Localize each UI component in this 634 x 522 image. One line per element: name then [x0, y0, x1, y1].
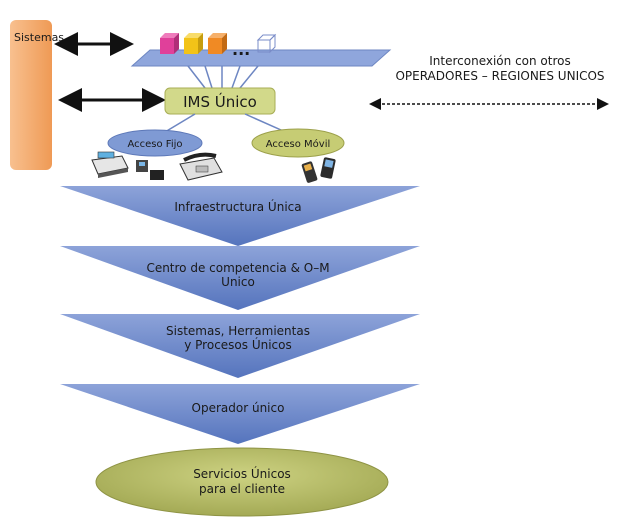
centro-chevron [60, 246, 420, 310]
cube-orange-icon [208, 33, 227, 54]
acceso-fijo-label: Acceso Fijo [127, 139, 182, 150]
mobile-phone-icon [301, 157, 336, 183]
sistemas-herramientas-chevron [60, 314, 420, 378]
platform-ims-connectors [187, 65, 259, 89]
centro-label-line1: Centro de competencia & O–M [146, 261, 329, 275]
acceso-movil-label: Acceso Móvil [266, 138, 331, 150]
office-phone-icon [179, 152, 223, 181]
centro-label-line2: Unico [221, 275, 255, 289]
cube-pink-icon [160, 33, 179, 54]
interconexion-line2: OPERADORES – REGIONES UNICOS [395, 69, 604, 83]
infraestructura-label: Infraestructura Única [174, 199, 301, 214]
ims-label: IMS Único [183, 92, 257, 111]
fax-machine-icon [91, 151, 129, 178]
sistemas-herramientas-line1: Sistemas, Herramientas [166, 324, 310, 338]
cube-outline-icon [256, 33, 277, 54]
operador-label: Operador único [192, 401, 285, 415]
sistemas-label: Sistemas [14, 31, 64, 44]
acceso-fijo-node [107, 129, 203, 157]
servicios-label-line1: Servicios Únicos [193, 466, 291, 481]
sistemas-sidebar [10, 20, 52, 170]
infraestructura-chevron [60, 186, 420, 246]
platform-dots: ... [232, 40, 250, 59]
interconexion-line1: Interconexión con otros [429, 54, 571, 68]
acceso-movil-node [251, 128, 345, 158]
servicios-label-line2: para el cliente [199, 482, 285, 496]
ims-box [164, 87, 276, 115]
operador-chevron [60, 384, 420, 444]
cube-yellow-icon [184, 33, 203, 54]
desk-phone-icon [136, 160, 164, 180]
sistemas-herramientas-line2: y Procesos Únicos [184, 337, 292, 352]
servicios-node [95, 447, 389, 517]
ims-fijo-connector [164, 113, 196, 133]
